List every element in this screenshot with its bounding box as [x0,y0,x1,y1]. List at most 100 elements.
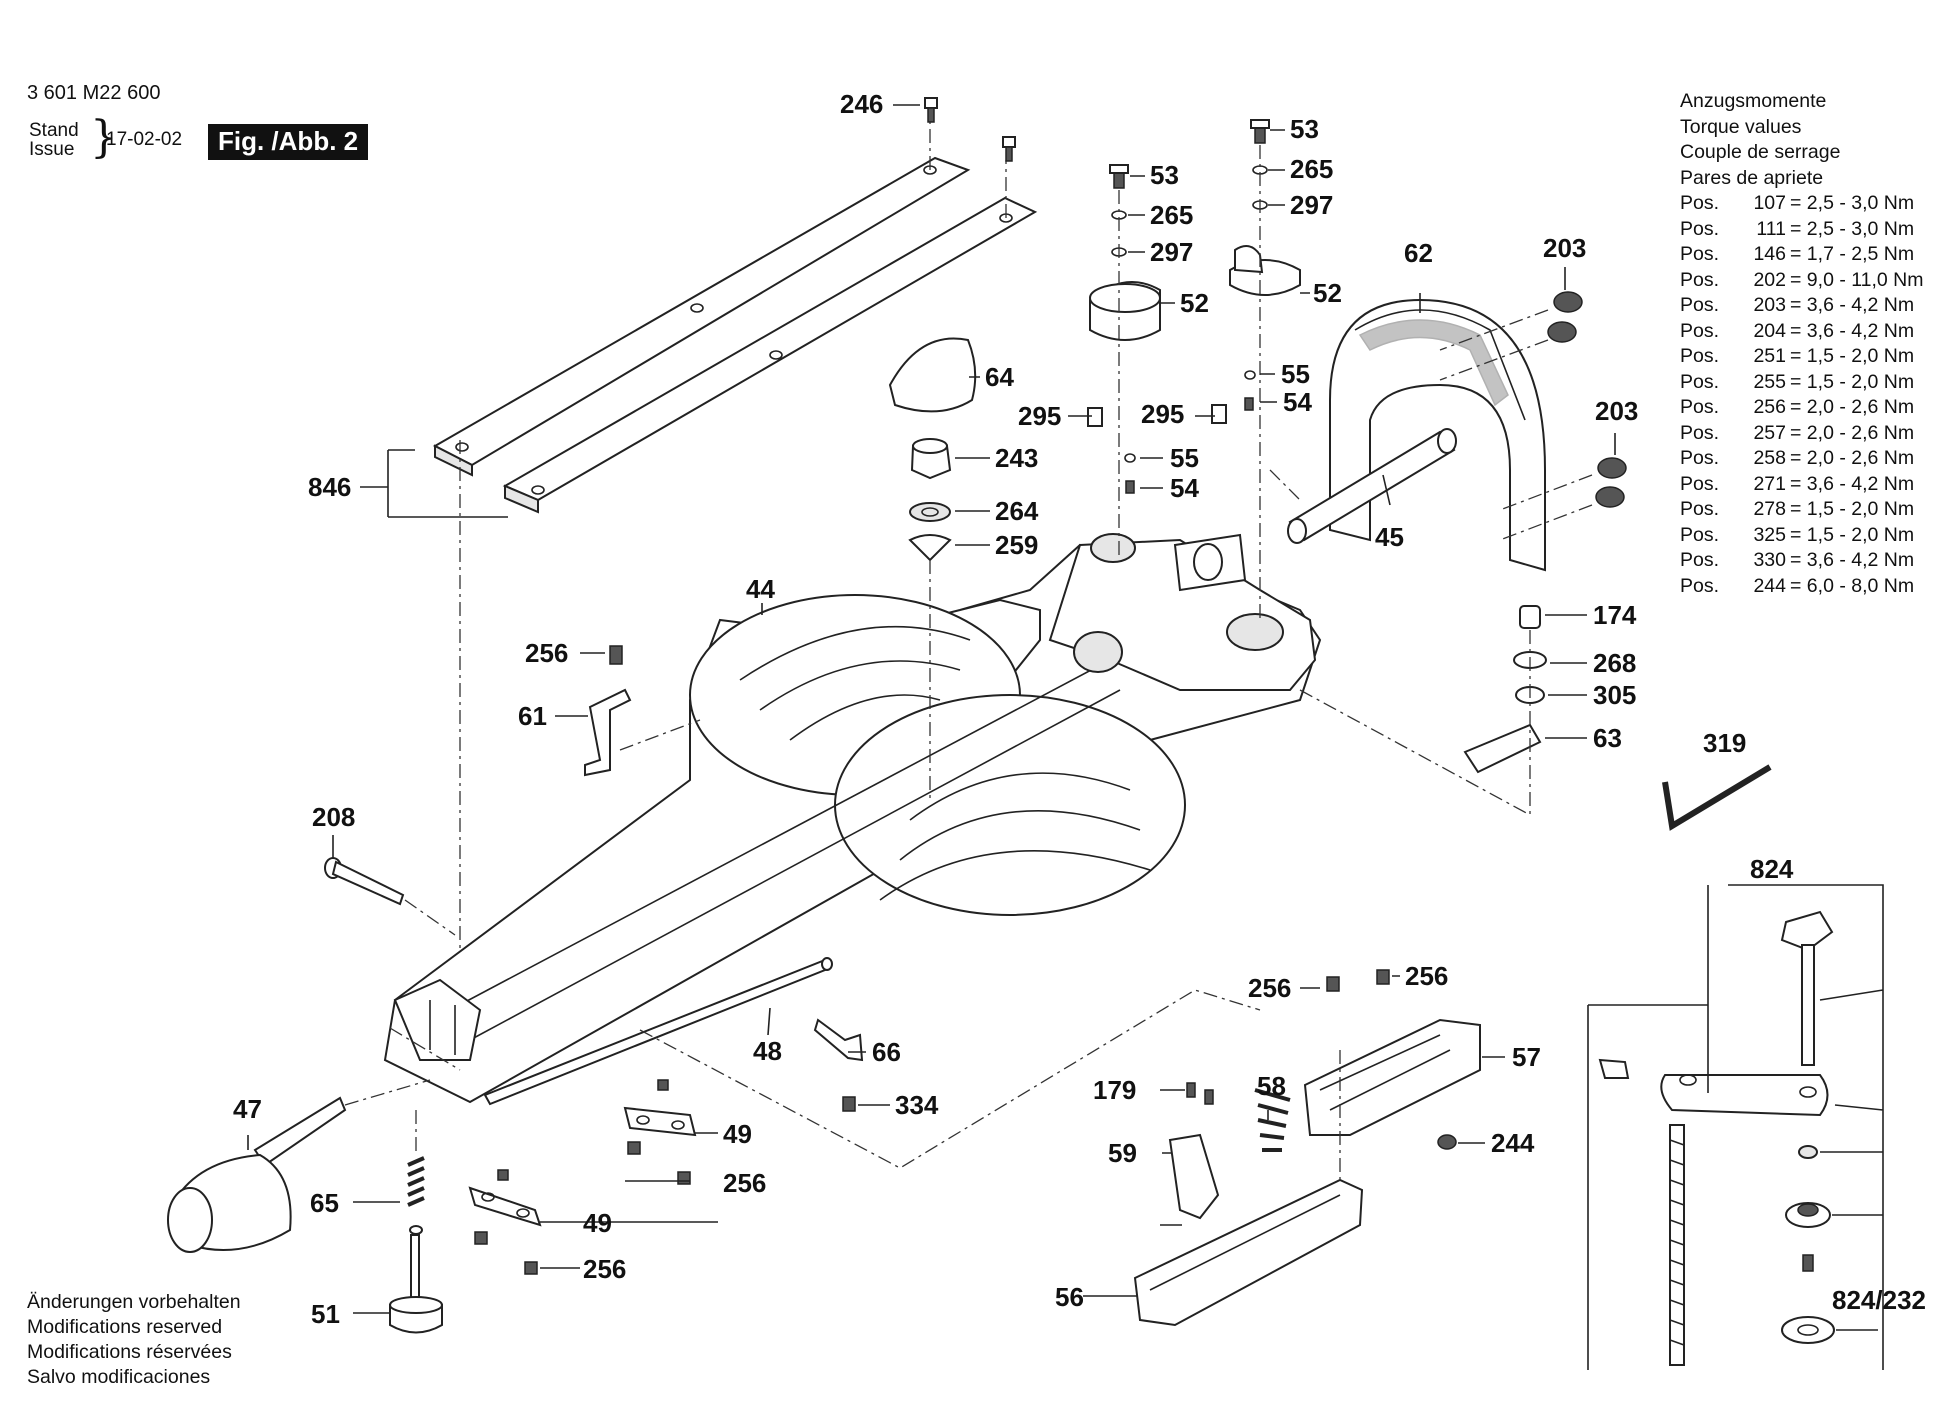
torque-pos-label: Pos. [1680,294,1720,316]
label-295-right: 295 [1141,399,1184,429]
clamp-63-group [1299,605,1547,816]
torque-value: = 1,5 - 2,0 Nm [1790,370,1915,393]
torque-row: Pos.330= 3,6 - 4,2 Nm [1680,548,1924,574]
torque-row: Pos.257= 2,0 - 2,6 Nm [1680,421,1924,447]
torque-row: Pos.251= 1,5 - 2,0 Nm [1680,344,1924,370]
torque-value: = 6,0 - 8,0 Nm [1790,574,1915,597]
guide-56-58-59 [1133,1050,1364,1327]
plate-49-lower [468,1169,542,1275]
knob-51 [389,1225,443,1334]
torque-title-es: Pares de apriete [1680,166,1824,189]
label-64: 64 [985,362,1014,392]
part-labels: 246 53 265 297 52 53 265 297 52 62 203 2… [233,89,1926,1329]
torque-pos-number: 107 [1753,192,1786,214]
screws-203 [1439,291,1627,541]
bearing-52-left [1089,164,1161,560]
label-49-lower: 49 [583,1208,612,1238]
torque-row: Pos.146= 1,7 - 2,5 Nm [1680,242,1924,268]
label-49-upper: 49 [723,1119,752,1149]
label-44: 44 [746,574,775,604]
label-846: 846 [308,472,351,502]
screw-246 [924,97,1016,162]
label-256-plate-upper: 256 [723,1168,766,1198]
note-es: Salvo modificaciones [27,1366,211,1388]
torque-row: Pos. 111= 2,5 - 3,0 Nm [1680,217,1924,243]
torque-values-table: Anzugsmomente Torque values Couple de se… [1680,89,1924,599]
torque-row: Pos.107= 2,5 - 3,0 Nm [1680,191,1924,217]
label-45: 45 [1375,522,1404,552]
label-203-top: 203 [1543,233,1586,263]
label-52-left: 52 [1180,288,1209,318]
torque-value: = 1,5 - 2,0 Nm [1790,498,1915,520]
torque-pos-label: Pos. [1680,447,1720,469]
torque-pos-number: 330 [1753,549,1786,571]
issue-label: Issue [29,139,75,160]
modification-notes: Änderungen vorbehalten Modifications res… [27,1290,241,1390]
label-54-left: 54 [1170,473,1199,503]
label-824-232: 824/232 [1832,1285,1926,1315]
stand-issue-label: Stand Issue [29,121,79,159]
label-246: 246 [840,89,883,119]
torque-pos-label: Pos. [1680,217,1720,240]
torque-pos-number: 203 [1753,294,1786,316]
label-268: 268 [1593,648,1636,678]
label-179: 179 [1093,1075,1136,1105]
stand-label: Stand [29,120,79,141]
fence-rails [432,120,1038,1000]
torque-pos-label: Pos. [1680,268,1720,291]
leader-lines [247,104,1884,1370]
torque-row: Pos.204= 3,6 - 4,2 Nm [1680,319,1924,345]
label-203-bottom: 203 [1595,396,1638,426]
torque-pos-number: 278 [1753,498,1786,520]
torque-pos-label: Pos. [1680,370,1720,393]
spring-65 [407,1110,425,1207]
torque-pos-label: Pos. [1680,396,1720,418]
torque-title-en: Torque values [1680,115,1802,138]
cap-and-washers [888,337,977,800]
torque-pos-label: Pos. [1680,243,1720,265]
torque-value: = 2,0 - 2,6 Nm [1790,396,1915,418]
label-824: 824 [1750,854,1794,884]
torque-value: = 1,7 - 2,5 Nm [1790,243,1915,265]
torque-value: = 2,5 - 3,0 Nm [1790,217,1915,240]
torque-value: = 1,5 - 2,0 Nm [1790,523,1915,546]
label-259: 259 [995,530,1038,560]
torque-value: = 2,0 - 2,6 Nm [1790,421,1915,444]
label-265-right: 265 [1290,154,1333,184]
rod-48 [483,957,833,1106]
plate-49-upper [623,1079,697,1185]
torque-pos-number: 325 [1753,523,1786,546]
label-62: 62 [1404,238,1433,268]
torque-pos-label: Pos. [1680,574,1720,597]
torque-value: = 3,6 - 4,2 Nm [1790,319,1915,342]
torque-pos-label: Pos. [1680,549,1720,571]
label-256-plate-lower: 256 [583,1254,626,1284]
label-56: 56 [1055,1282,1084,1312]
label-57: 57 [1512,1042,1541,1072]
torque-row: Pos.255= 1,5 - 2,0 Nm [1680,370,1924,396]
label-295-left: 295 [1018,401,1061,431]
torque-row: Pos.203= 3,6 - 4,2 Nm [1680,293,1924,319]
label-48: 48 [753,1036,782,1066]
label-55-right: 55 [1281,359,1310,389]
torque-value: = 1,5 - 2,0 Nm [1790,345,1915,367]
torque-pos-number: 251 [1753,345,1786,367]
base-table [383,533,1322,1104]
torque-row: Pos.256= 2,0 - 2,6 Nm [1680,395,1924,421]
label-244: 244 [1491,1128,1535,1158]
label-59: 59 [1108,1138,1137,1168]
label-66: 66 [872,1037,901,1067]
label-264: 264 [995,496,1039,526]
label-256-extension-right: 256 [1405,961,1448,991]
torque-pos-label: Pos. [1680,472,1720,495]
label-65: 65 [310,1188,339,1218]
label-256-bracket: 256 [525,638,568,668]
torque-pos-label: Pos. [1680,421,1720,444]
torque-value: = 2,0 - 2,6 Nm [1790,447,1915,469]
label-305: 305 [1593,680,1636,710]
clip-66-screw-334 [813,1018,864,1112]
torque-pos-number: 111 [1756,217,1786,240]
document-number: 3 601 M22 600 [27,82,161,104]
torque-row: Pos.278= 1,5 - 2,0 Nm [1680,497,1924,523]
